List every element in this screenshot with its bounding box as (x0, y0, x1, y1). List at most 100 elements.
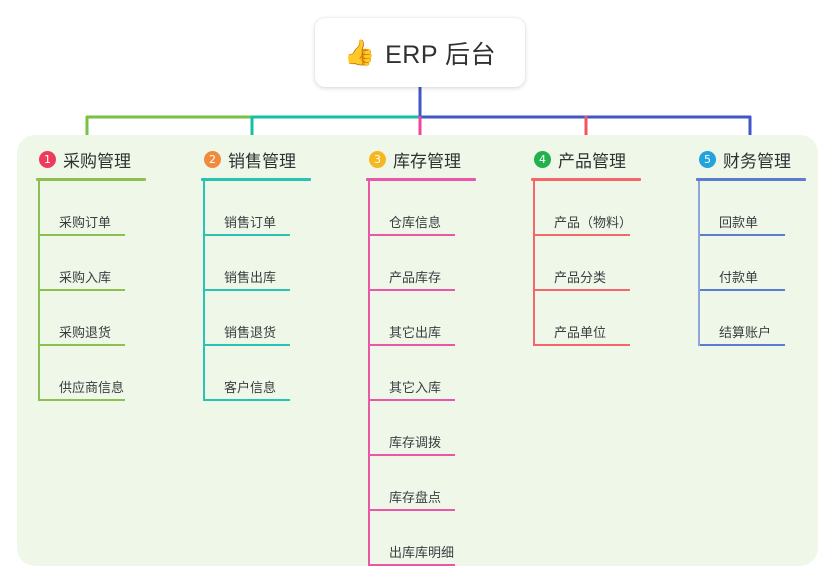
leaf-label: 产品分类 (554, 270, 607, 285)
leaf-item[interactable]: 产品单位 (533, 291, 641, 346)
column-header-1[interactable]: 1 采购管理 (36, 146, 146, 172)
leaf-label: 供应商信息 (59, 380, 125, 395)
leaf-list-4: 产品（物料） 产品分类产品单位 (531, 181, 641, 346)
column-header-5[interactable]: 5 财务管理 (696, 146, 806, 172)
leaf-rule (370, 509, 455, 511)
leaf-item[interactable]: 其它出库 (368, 291, 476, 346)
column-badge-icon-4: 4 (534, 150, 551, 168)
leaf-label: 客户信息 (224, 380, 277, 395)
leaf-item[interactable]: 结算账户 (698, 291, 806, 346)
leaf-rule (700, 344, 785, 346)
leaf-item[interactable]: 其它入库 (368, 346, 476, 401)
column-header-2[interactable]: 2 销售管理 (201, 146, 311, 172)
leaf-rule (40, 344, 125, 346)
leaf-spine-4 (533, 181, 535, 346)
leaf-label: 销售订单 (224, 215, 277, 230)
leaf-item[interactable]: 出库库明细 (368, 511, 476, 566)
column-5: 5 财务管理回款单付款单结算账户 (696, 146, 806, 346)
column-title-3: 库存管理 (393, 151, 461, 171)
leaf-spine-5 (698, 181, 700, 346)
leaf-label: 付款单 (719, 270, 759, 285)
leaf-rule (40, 399, 125, 401)
column-4: 4 产品管理产品（物料） 产品分类产品单位 (531, 146, 641, 346)
leaf-rule (700, 289, 785, 291)
leaf-item[interactable]: 采购订单 (38, 181, 146, 236)
column-rule-5 (696, 178, 806, 181)
leaf-item[interactable]: 客户信息 (203, 346, 311, 401)
leaf-spine-3 (368, 181, 370, 566)
leaf-item[interactable]: 供应商信息 (38, 346, 146, 401)
leaf-rule (205, 399, 290, 401)
column-title-2: 销售管理 (228, 151, 296, 171)
leaf-rule (205, 234, 290, 236)
leaf-list-2: 销售订单销售出库销售退货客户信息 (201, 181, 311, 401)
leaf-label: 结算账户 (719, 325, 772, 340)
leaf-spine-1 (38, 181, 40, 401)
leaf-rule (205, 289, 290, 291)
leaf-item[interactable]: 库存盘点 (368, 456, 476, 511)
leaf-list-5: 回款单付款单结算账户 (696, 181, 806, 346)
thumbs-up-icon: 👍 (343, 38, 376, 67)
leaf-label: 产品（物料） (554, 215, 633, 230)
leaf-rule (370, 454, 455, 456)
leaf-label: 采购入库 (59, 270, 112, 285)
leaf-label: 采购订单 (59, 215, 112, 230)
column-badge-icon-1: 1 (39, 150, 56, 168)
root-node[interactable]: 👍 ERP 后台 (315, 18, 525, 87)
leaf-label: 仓库信息 (389, 215, 442, 230)
leaf-rule (205, 344, 290, 346)
leaf-rule (370, 234, 455, 236)
leaf-rule (40, 289, 125, 291)
column-title-5: 财务管理 (723, 151, 791, 171)
leaf-rule (370, 564, 455, 566)
leaf-label: 销售出库 (224, 270, 277, 285)
leaf-rule (40, 234, 125, 236)
leaf-item[interactable]: 采购退货 (38, 291, 146, 346)
leaf-item[interactable]: 销售订单 (203, 181, 311, 236)
leaf-rule (370, 344, 455, 346)
leaf-label: 产品库存 (389, 270, 442, 285)
column-badge-icon-5: 5 (699, 150, 716, 168)
leaf-label: 销售退货 (224, 325, 277, 340)
column-title-1: 采购管理 (63, 151, 131, 171)
root-title: ERP 后台 (385, 40, 497, 69)
column-badge-icon-2: 2 (204, 150, 221, 168)
column-rule-1 (36, 178, 146, 181)
leaf-label: 产品单位 (554, 325, 607, 340)
leaf-label: 其它入库 (389, 380, 442, 395)
leaf-rule (535, 289, 630, 291)
leaf-label: 采购退货 (59, 325, 112, 340)
leaf-item[interactable]: 仓库信息 (368, 181, 476, 236)
leaf-list-3: 仓库信息产品库存其它出库其它入库库存调拨库存盘点出库库明细 (366, 181, 476, 566)
leaf-label: 库存调拨 (389, 435, 442, 450)
column-rule-2 (201, 178, 311, 181)
column-2: 2 销售管理销售订单销售出库销售退货客户信息 (201, 146, 311, 401)
leaf-rule (700, 234, 785, 236)
leaf-rule (535, 234, 630, 236)
leaf-rule (370, 399, 455, 401)
leaf-label: 其它出库 (389, 325, 442, 340)
leaf-item[interactable]: 库存调拨 (368, 401, 476, 456)
column-1: 1 采购管理采购订单采购入库采购退货供应商信息 (36, 146, 146, 401)
leaf-label: 出库库明细 (389, 545, 455, 560)
leaf-label: 库存盘点 (389, 490, 442, 505)
leaf-item[interactable]: 付款单 (698, 236, 806, 291)
leaf-rule (370, 289, 455, 291)
branch-panel (17, 135, 818, 566)
leaf-item[interactable]: 采购入库 (38, 236, 146, 291)
leaf-item[interactable]: 销售出库 (203, 236, 311, 291)
leaf-rule (535, 344, 630, 346)
column-rule-4 (531, 178, 641, 181)
leaf-item[interactable]: 回款单 (698, 181, 806, 236)
column-title-4: 产品管理 (558, 151, 626, 171)
leaf-item[interactable]: 产品分类 (533, 236, 641, 291)
leaf-item[interactable]: 产品库存 (368, 236, 476, 291)
leaf-item[interactable]: 销售退货 (203, 291, 311, 346)
column-header-4[interactable]: 4 产品管理 (531, 146, 641, 172)
leaf-label: 回款单 (719, 215, 759, 230)
leaf-item[interactable]: 产品（物料） (533, 181, 641, 236)
leaf-spine-2 (203, 181, 205, 401)
